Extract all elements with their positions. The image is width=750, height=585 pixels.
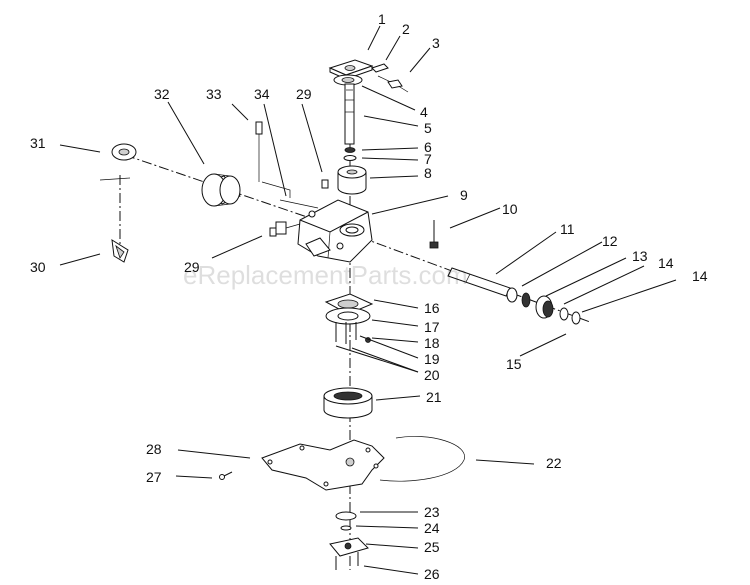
leader-lines (59, 25, 677, 575)
callout-24: 24 (424, 520, 440, 536)
clip-and-rod (371, 63, 409, 93)
callout-6: 6 (424, 139, 432, 155)
callout-3: 3 (432, 35, 440, 51)
input-pulley-drum (201, 173, 241, 207)
callout-17: 17 (424, 319, 440, 335)
callout-2: 2 (402, 21, 410, 37)
base-plate-screw (219, 471, 233, 480)
callout-14-upper: 14 (658, 255, 674, 271)
callout-29-bottom: 29 (184, 259, 200, 275)
plate-disc (325, 307, 371, 325)
lower-bearing-plate (324, 293, 374, 315)
callout-16: 16 (424, 300, 440, 316)
shaft-rings (343, 147, 357, 161)
callout-15: 15 (506, 356, 522, 372)
horizontal-drive-shaft (447, 267, 511, 297)
callout-25: 25 (424, 539, 440, 555)
callout-7: 7 (424, 151, 432, 167)
callout-33: 33 (206, 86, 222, 102)
callout-31: 31 (30, 135, 46, 151)
gasket-outline (379, 436, 465, 482)
callout-34: 34 (254, 86, 270, 102)
transmission-housing (275, 199, 373, 263)
bevel-gear-cylinder (337, 165, 367, 195)
top-fitting (255, 121, 263, 182)
shaft-gear-pack (506, 287, 581, 325)
callout-11: 11 (560, 221, 575, 237)
callout-9: 9 (460, 187, 468, 203)
callout-28: 28 (146, 441, 162, 457)
callout-5: 5 (424, 120, 432, 136)
shift-lever (111, 239, 129, 263)
upper-bearing-plate (333, 74, 363, 86)
callout-4: 4 (420, 104, 428, 120)
callout-22: 22 (546, 455, 562, 471)
left-bearing-cap (111, 143, 137, 161)
o-ring (335, 511, 357, 521)
callout-27: 27 (146, 469, 162, 485)
callout-30: 30 (30, 259, 46, 275)
alignment-pins (335, 322, 371, 344)
side-bolt (429, 220, 439, 249)
callout-1: 1 (378, 11, 386, 27)
callout-8: 8 (424, 165, 432, 181)
callout-19: 19 (424, 351, 440, 367)
watermark-text: eReplacementParts.com (183, 260, 468, 290)
callout-18: 18 (424, 335, 440, 351)
washer (340, 525, 352, 531)
callout-21: 21 (426, 389, 442, 405)
callout-26: 26 (424, 566, 440, 582)
callout-10: 10 (502, 201, 518, 217)
vertical-shaft (344, 83, 355, 145)
large-bearing (323, 387, 373, 419)
callout-20: 20 (424, 367, 440, 383)
lower-mount-bracket (329, 537, 369, 557)
callout-12: 12 (602, 233, 618, 249)
base-plate (261, 439, 385, 491)
callout-13: 13 (632, 248, 648, 264)
callout-32: 32 (154, 86, 170, 102)
bracket-pieces (261, 179, 329, 237)
callout-23: 23 (424, 504, 440, 520)
callout-29-top: 29 (296, 86, 312, 102)
callout-14-lower: 14 (692, 268, 708, 284)
lower-screws (335, 552, 359, 570)
callout-labels: 1 2 3 4 5 6 7 8 9 10 11 12 13 14 14 15 1… (30, 11, 708, 582)
